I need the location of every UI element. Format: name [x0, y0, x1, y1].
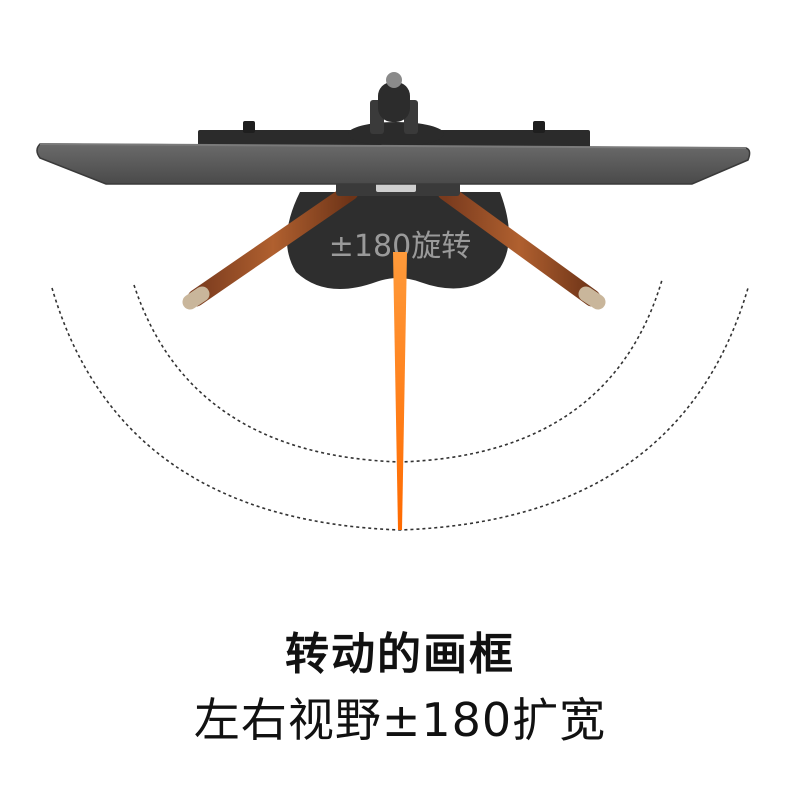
- caption-subtitle: 左右视野±180扩宽: [193, 693, 607, 747]
- caption-title: 转动的画框: [285, 629, 515, 680]
- right-wooden-leg: [437, 183, 606, 310]
- hinge-cap: [386, 72, 402, 88]
- rotation-pointer-icon: [393, 252, 407, 530]
- hinge-knob: [378, 82, 410, 122]
- stand-base: [286, 192, 509, 290]
- screw-right: [533, 121, 545, 133]
- screen-panel-top-edge: [39, 143, 747, 149]
- left-wooden-leg: [182, 183, 359, 310]
- screen-panel: [36, 143, 751, 185]
- screw-left: [243, 121, 255, 133]
- pivot-disc: [348, 122, 444, 146]
